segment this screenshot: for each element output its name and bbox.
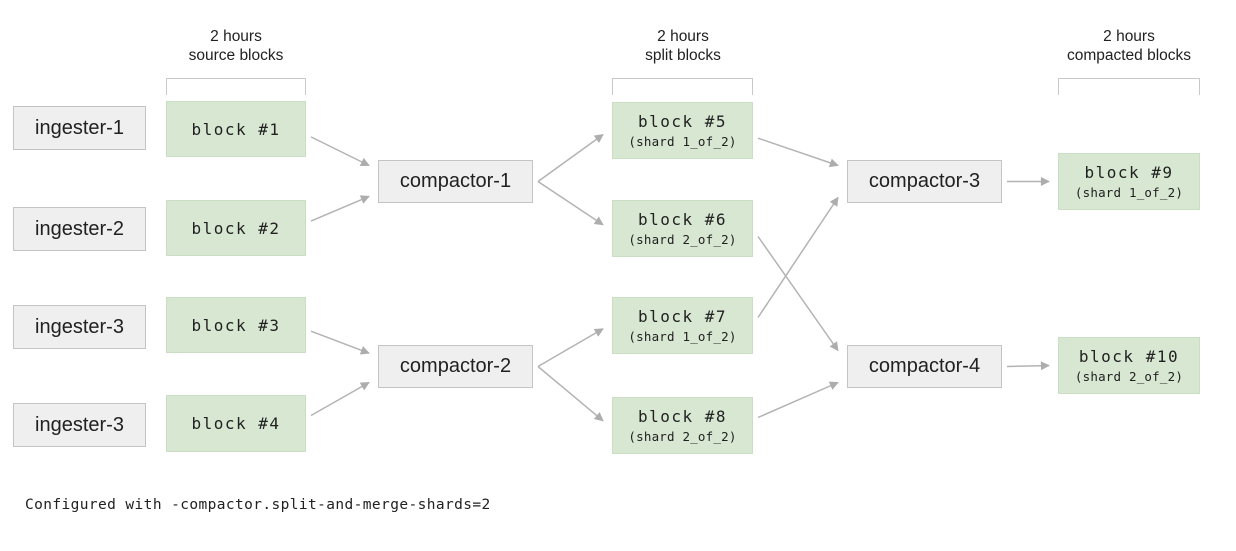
- block-4: block #4: [166, 395, 306, 452]
- block-1: block #1: [166, 101, 306, 157]
- split-blocks-bracket: [612, 78, 753, 95]
- block-shard-label: (shard 2_of_2): [628, 429, 737, 444]
- block-6: block #6 (shard 2_of_2): [612, 200, 753, 257]
- block-title: block #3: [191, 315, 281, 335]
- block-10: block #10 (shard 2_of_2): [1058, 337, 1200, 394]
- block-title: block #9: [1084, 163, 1174, 182]
- block-shard-label: (shard 1_of_2): [628, 134, 737, 149]
- header-line2: source blocks: [188, 47, 284, 64]
- block-5: block #5 (shard 1_of_2): [612, 102, 753, 159]
- ingester-1: ingester-1: [13, 106, 146, 150]
- header-line1: 2 hours: [657, 28, 709, 45]
- block-title: block #4: [191, 414, 281, 433]
- split-blocks-header: 2 hours split blocks: [583, 27, 783, 65]
- header-line2: split blocks: [645, 47, 721, 64]
- block-shard-label: (shard 1_of_2): [628, 329, 737, 344]
- header-line1: 2 hours: [1103, 28, 1155, 45]
- compacted-blocks-bracket: [1058, 78, 1200, 95]
- header-line1: 2 hours: [210, 28, 262, 45]
- source-blocks-bracket: [166, 78, 306, 95]
- block-7: block #7 (shard 1_of_2): [612, 297, 753, 354]
- config-caption: Configured with -compactor.split-and-mer…: [25, 497, 491, 513]
- compactor-1: compactor-1: [378, 160, 533, 203]
- source-blocks-header: 2 hours source blocks: [136, 27, 336, 65]
- header-line2: compacted blocks: [1066, 47, 1192, 64]
- ingester-3b: ingester-3: [13, 403, 146, 447]
- compactor-2: compactor-2: [378, 345, 533, 388]
- block-title: block #2: [191, 218, 281, 238]
- ingester-2: ingester-2: [13, 207, 146, 251]
- block-3: block #3: [166, 297, 306, 353]
- block-8: block #8 (shard 2_of_2): [612, 397, 753, 454]
- block-shard-label: (shard 2_of_2): [628, 232, 737, 247]
- block-title: block #10: [1078, 347, 1180, 366]
- block-2: block #2: [166, 200, 306, 256]
- compactor-4: compactor-4: [847, 345, 1002, 388]
- block-shard-label: (shard 2_of_2): [1074, 369, 1184, 384]
- block-title: block #8: [637, 407, 728, 426]
- compacted-blocks-header: 2 hours compacted blocks: [1029, 27, 1229, 65]
- block-title: block #1: [191, 119, 281, 139]
- block-shard-label: (shard 1_of_2): [1074, 185, 1184, 200]
- ingester-3a: ingester-3: [13, 305, 146, 349]
- block-title: block #7: [637, 307, 728, 326]
- block-title: block #6: [637, 210, 728, 229]
- block-9: block #9 (shard 1_of_2): [1058, 153, 1200, 210]
- compactor-3: compactor-3: [847, 160, 1002, 203]
- block-title: block #5: [637, 112, 728, 131]
